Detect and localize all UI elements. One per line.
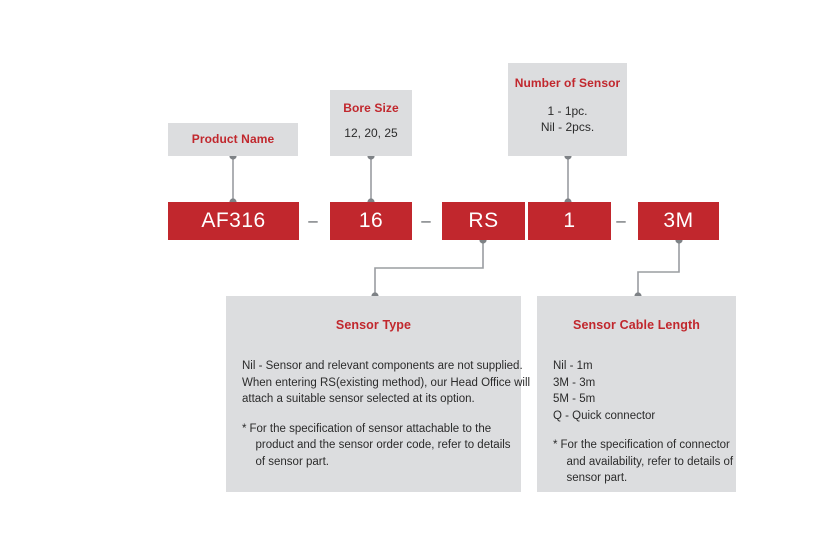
code-chip-product-name[interactable]: AF316 — [168, 202, 299, 240]
separator-3: – — [614, 202, 628, 240]
code-chip-product-name-label: AF316 — [201, 209, 266, 232]
connector-sensor-cable-length — [637, 240, 680, 296]
panel-sensor-type-note-line-2: product and the sensor order code, refer… — [255, 439, 511, 451]
panel-sensor-type: Sensor Type Nil - Sensor and relevant co… — [226, 296, 531, 492]
panel-sensor-cable-length-body-line-4: Q - Quick connector — [553, 409, 656, 422]
callout-number-of-sensor-title: Number of Sensor — [514, 76, 621, 90]
code-chip-sensor-type-label: RS — [468, 209, 499, 232]
code-chip-number-of-sensor[interactable]: 1 — [528, 202, 611, 240]
panel-sensor-type-body-line-2: When entering RS(existing method), our H… — [242, 376, 531, 389]
panel-sensor-type-title: Sensor Type — [335, 318, 412, 332]
callout-number-of-sensor-line-2: Nil - 2pcs. — [540, 120, 595, 134]
callout-bore-size-title: Bore Size — [343, 101, 399, 115]
panel-sensor-type-body: Nil - Sensor and relevant components are… — [242, 358, 531, 408]
panel-sensor-type-note-line-3: of sensor part. — [255, 455, 329, 468]
panel-sensor-cable-length-body: Nil - 1m 3M - 3m 5M - 5m Q - Quick conne… — [553, 358, 736, 424]
separator-2-label: – — [421, 211, 431, 230]
code-chip-number-of-sensor-label: 1 — [563, 209, 576, 232]
code-chip-bore-size[interactable]: 16 — [330, 202, 412, 240]
panel-sensor-cable-length-body-line-2: 3M - 3m — [553, 376, 596, 389]
panel-sensor-type-note-line-1: For the specification of sensor attachab… — [249, 422, 492, 435]
code-chip-bore-size-label: 16 — [358, 209, 384, 232]
panel-sensor-cable-length-body-line-1: Nil - 1m — [553, 360, 593, 372]
panel-sensor-type-note-text: For the specification of sensor attachab… — [249, 421, 510, 471]
panel-sensor-type-note: * For the specification of sensor attach… — [242, 421, 521, 471]
separator-1: – — [306, 202, 320, 240]
panel-sensor-cable-length-note-line-3: sensor part. — [566, 472, 628, 484]
panel-sensor-cable-length-note: * For the specification of connector and… — [553, 437, 736, 487]
separator-1-label: – — [308, 211, 318, 230]
panel-sensor-cable-length-body-line-3: 5M - 5m — [553, 393, 596, 405]
panel-sensor-cable-length-note-text: For the specification of connector and a… — [560, 437, 733, 487]
connector-sensor-type — [374, 240, 484, 296]
callout-bore-size-values: 12, 20, 25 — [344, 126, 398, 140]
panel-sensor-type-body-line-3: attach a suitable sensor selected at its… — [242, 393, 475, 405]
panel-sensor-cable-length-note-line-2: and availability, refer to details of — [566, 455, 734, 468]
separator-3-label: – — [616, 211, 626, 230]
separator-2: – — [419, 202, 433, 240]
code-chip-sensor-cable-length[interactable]: 3M — [638, 202, 719, 240]
panel-sensor-cable-length-title: Sensor Cable Length — [573, 318, 700, 332]
callout-number-of-sensor: Number of Sensor 1 - 1pc. Nil - 2pcs. — [508, 63, 627, 156]
callout-product-name-title: Product Name — [191, 132, 275, 146]
panel-sensor-cable-length-note-line-1: For the specification of connector — [560, 439, 730, 451]
code-chip-sensor-type[interactable]: RS — [442, 202, 525, 240]
panel-sensor-type-body-line-1: Nil - Sensor and relevant components are… — [242, 360, 523, 372]
panel-sensor-cable-length-note-star: * — [553, 439, 558, 451]
callout-product-name: Product Name — [168, 123, 298, 156]
callout-number-of-sensor-line-1: 1 - 1pc. — [547, 104, 588, 118]
callout-bore-size: Bore Size 12, 20, 25 — [330, 90, 412, 156]
code-chip-sensor-cable-length-label: 3M — [663, 209, 694, 232]
panel-sensor-type-note-star: * — [242, 422, 247, 435]
panel-sensor-cable-length: Sensor Cable Length Nil - 1m 3M - 3m 5M … — [537, 296, 736, 492]
